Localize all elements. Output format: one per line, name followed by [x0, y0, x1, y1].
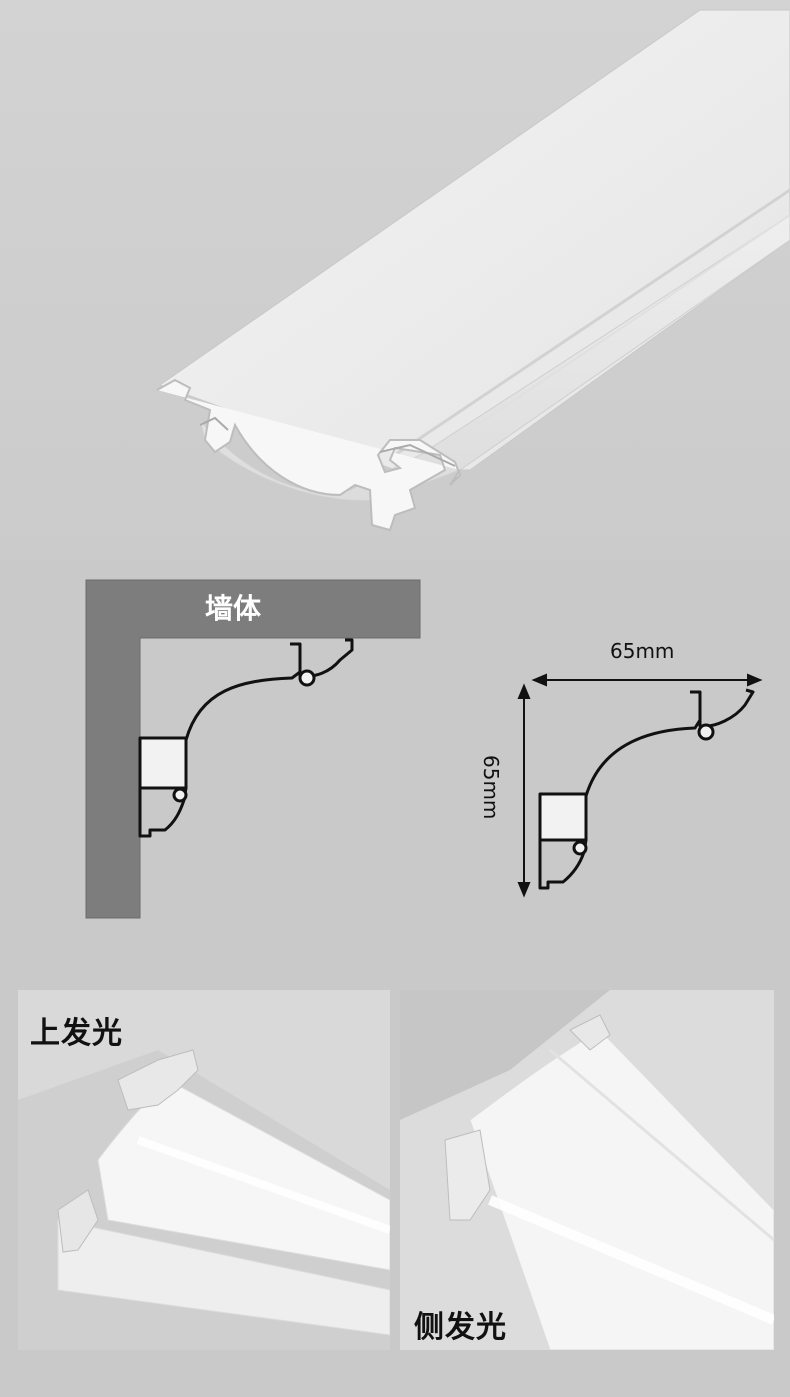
- wall-label: 墙体: [205, 592, 262, 625]
- photo-side-light: 侧发光: [400, 990, 774, 1350]
- photo-top-light: 上发光: [18, 990, 390, 1350]
- profile-crosssection-left: [138, 638, 354, 838]
- profile-crosssection-right: [538, 688, 755, 890]
- width-dimension-line: [531, 673, 763, 687]
- top-light-render: [18, 990, 390, 1350]
- lighting-photos: 上发光 侧发光: [0, 980, 790, 1397]
- side-light-label: 侧发光: [414, 1310, 507, 1345]
- side-light-render: [400, 990, 774, 1350]
- cross-section-diagrams: 墙体 65mm: [0, 560, 790, 980]
- width-dimension-label: 65mm: [610, 639, 674, 663]
- aluminum-profile-render: [156, 9, 790, 532]
- height-dimension-label: 65mm: [479, 755, 503, 819]
- hero-product-render: [0, 0, 790, 560]
- height-dimension-line: [517, 683, 531, 898]
- top-light-label: 上发光: [30, 1016, 123, 1051]
- wall-block: [85, 579, 421, 919]
- diagram-canvas: 墙体 65mm: [85, 579, 763, 919]
